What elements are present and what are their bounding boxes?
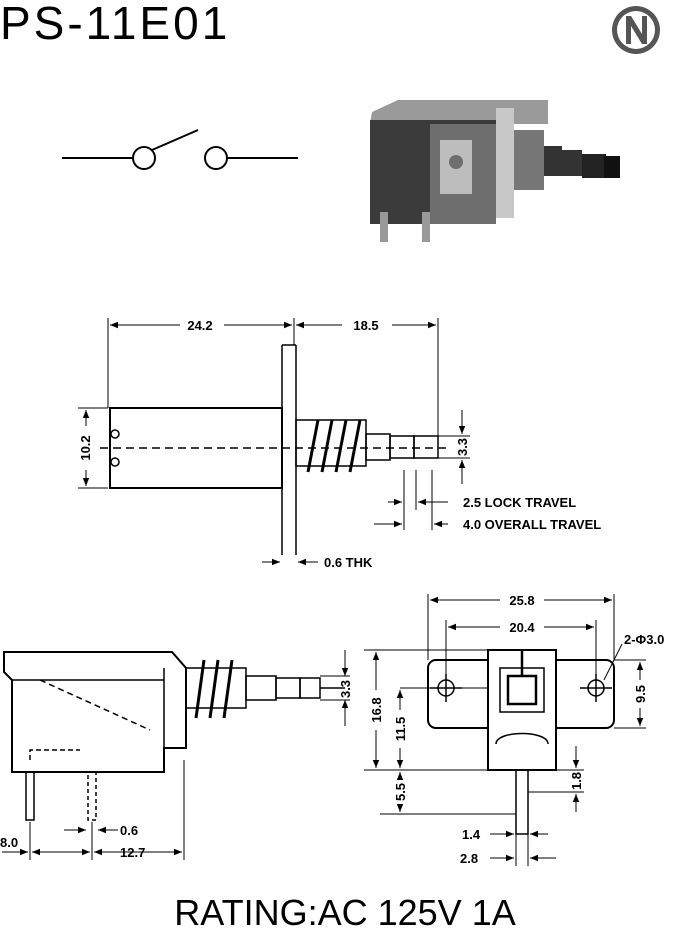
logo-letter: N — [636, 35, 637, 37]
overall-travel-note: 4.0 OVERALL TRAVEL — [463, 517, 601, 532]
dim-body-width: 24.2 — [187, 318, 212, 333]
side-dim-pin-offset: 8.0 — [0, 835, 18, 850]
front-dim-hole-callout: 2-Φ3.0 — [624, 632, 664, 647]
dim-body-height: 10.2 — [78, 435, 93, 460]
dim-plunger-diameter: 3.3 — [455, 438, 470, 456]
dim-plunger-length: 18.5 — [353, 318, 378, 333]
product-photo — [370, 100, 620, 242]
side-view-dimensions — [2, 650, 350, 860]
front-dim-overall-height: 16.8 — [369, 697, 384, 722]
top-view-drawing — [100, 344, 450, 555]
lock-travel-note: 2.5 LOCK TRAVEL — [463, 495, 576, 510]
front-view-dimensions — [364, 594, 646, 866]
side-dim-plunger-diameter: 3.3 — [338, 680, 353, 698]
top-view-dimensions — [78, 318, 470, 566]
front-dim-pin-pitch: 2.8 — [460, 851, 478, 866]
switch-schematic-icon — [62, 129, 298, 170]
front-dim-pin-height: 1.8 — [569, 772, 584, 790]
front-dim-pin-length: 5.5 — [393, 783, 408, 801]
front-dim-bracket-height: 9.5 — [633, 685, 648, 703]
front-view-drawing — [427, 649, 615, 835]
rating-label: RATING:AC 125V 1A — [174, 892, 516, 933]
front-dim-pin-width: 1.4 — [462, 827, 481, 842]
front-dim-hole-pitch: 20.4 — [509, 620, 535, 635]
part-number-title: PS-11E01 — [0, 0, 231, 49]
front-dim-overall-width: 25.8 — [509, 593, 534, 608]
side-view-drawing — [3, 651, 345, 821]
brand-logo: N — [612, 6, 660, 54]
bracket-thickness-note: 0.6 THK — [324, 555, 373, 570]
side-dim-pin-thickness: 0.6 — [120, 823, 138, 838]
front-dim-body-height: 11.5 — [393, 717, 408, 742]
side-dim-pin-spacing: 12.7 — [120, 845, 145, 860]
